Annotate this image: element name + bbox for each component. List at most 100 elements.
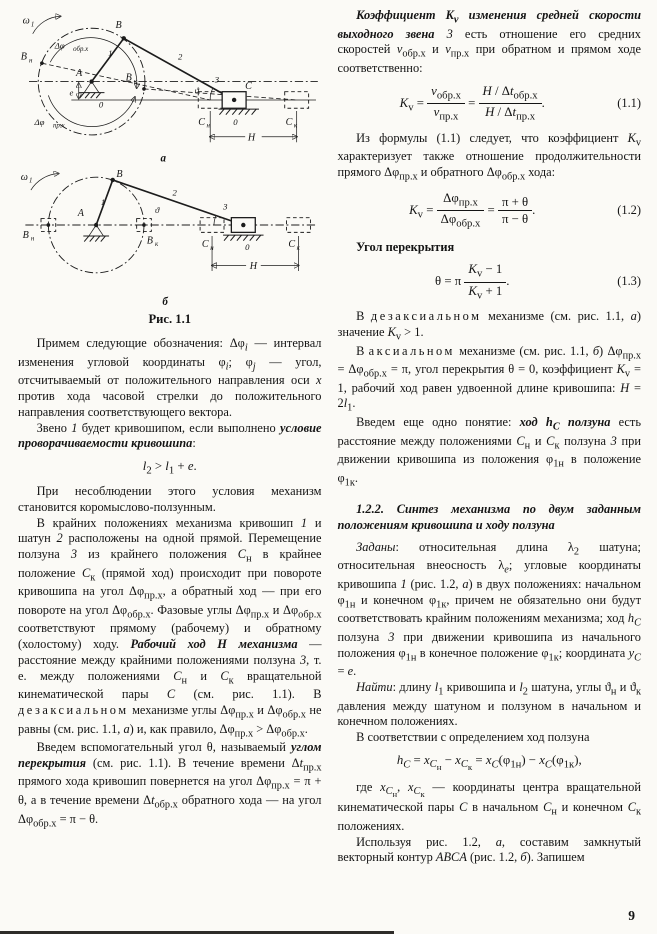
equation-crank-condition: l2 > l1 + e. (142, 459, 197, 477)
crank-support (78, 81, 105, 99)
page-number: 9 (628, 907, 635, 923)
paragraph-left-4: В крайних положениях механизма кривошип … (18, 515, 322, 740)
label-omega: ω (23, 16, 30, 27)
ground-hatch (78, 92, 105, 99)
label-b-k-sub: к (155, 242, 159, 249)
b-k-position-outline (136, 218, 152, 233)
equation-1-1-number: (1.1) (617, 95, 641, 110)
label-c-k: C (288, 239, 295, 250)
h-dimension (212, 236, 298, 272)
h-dimension (210, 111, 296, 143)
omega-arrow (32, 16, 61, 34)
label-c-k-sub: к (297, 245, 301, 252)
crank-link-1 (90, 37, 125, 83)
label-dphi-obr-sub: обр.х (73, 46, 88, 53)
ground-hatch (82, 235, 110, 243)
label-dphi-obr: Δφ (54, 40, 65, 50)
diagram-b-caption: б (162, 296, 168, 308)
paragraph-left-3: При несоблюдении этого условия механизм … (18, 484, 322, 514)
label-link-3: 3 (222, 202, 228, 212)
label-c-n: C (202, 239, 209, 250)
label-c-n-sub: н (210, 245, 214, 252)
label-b-k: B (147, 236, 153, 247)
figure-1-1-diagram-b: ω 1 B 1 2 3 ϑ A B н B к C н 0 C к (21, 170, 318, 308)
paragraph-right-3: В дезаксиальном механизме (см. рис. 1.1,… (337, 309, 642, 343)
joint-a (93, 223, 99, 228)
paragraph-right-2: Из формулы (1.1) следует, что коэффициен… (337, 130, 642, 183)
figure-caption: Рис. 1.1 (148, 312, 192, 327)
phi-obr-arc (49, 37, 137, 88)
right-column: Коэффициент Kv изменения средней скорост… (338, 8, 642, 866)
label-theta: ϑ (155, 205, 160, 215)
label-link-2: 2 (173, 188, 178, 198)
label-a: A (75, 68, 83, 79)
label-c-k-sub: к (294, 123, 298, 130)
point-b-n (40, 61, 44, 66)
label-b-n-sub: н (31, 236, 35, 243)
label-dphi-pr: Δφ (34, 117, 45, 127)
paragraph-right-10: Используя рис. 1.2, а, составим замкнуты… (337, 834, 642, 865)
label-b-k: B (126, 73, 132, 84)
label-omega-sub: 1 (29, 178, 32, 185)
label-b-n: B (21, 52, 27, 63)
joint-c (231, 97, 237, 103)
label-link-1: 1 (108, 48, 112, 58)
label-zero-crank: 0 (99, 99, 104, 109)
diagram-a-caption: а (161, 153, 167, 165)
joint-b (121, 36, 126, 41)
label-h: H (247, 132, 256, 143)
label-link-2: 2 (178, 52, 183, 62)
label-c-n: C (198, 117, 205, 128)
figure-1-1: ω 1 Δφ обр.х Δφ пр.х B н B B к A 1 2 3 C (18, 8, 322, 328)
label-c: C (245, 81, 252, 92)
equation-1-3-number: (1.3) (617, 274, 641, 289)
label-omega-sub: 1 (31, 21, 34, 28)
paragraph-left-1: Примем следующие обозначения: Δφi — инте… (18, 336, 322, 419)
paragraph-left-2: Звено 1 будет кривошипом, если выполнено… (18, 420, 322, 451)
label-e: e (70, 87, 74, 97)
label-omega: ω (21, 172, 28, 183)
label-b: B (115, 20, 121, 31)
joint-c (241, 223, 246, 228)
label-link-3: 3 (214, 74, 220, 84)
label-b-n: B (23, 230, 29, 241)
pressure-angle-arc (213, 216, 217, 226)
paragraph-right-5: Введем еще одно понятие: ход hC ползуна … (337, 415, 642, 489)
slider-ground (217, 108, 260, 116)
label-b-k-sub: к (134, 78, 138, 85)
phi-pr-arc (48, 95, 134, 127)
heading-section-1-2-2: 1.2.2. Синтез механизма по двум заданным… (337, 502, 642, 533)
extreme-position-line-n (41, 62, 211, 101)
pressure-angle-arc (209, 87, 214, 100)
paragraph-right-6: Заданы: относительная длина λ2 шатуна; о… (337, 539, 642, 679)
equation-slider-stroke: hC = xCн − xCк = xC(φ1н) − xC(φ1к), (396, 752, 582, 773)
point-b-k (142, 223, 146, 228)
crank-support (82, 225, 110, 243)
label-link-1: 1 (101, 197, 105, 207)
label-c-n-sub: н (207, 123, 211, 130)
paragraph-right-8: В соответствии с определением ход ползун… (356, 730, 590, 745)
left-column: ω 1 Δφ обр.х Δφ пр.х B н B B к A 1 2 3 C (18, 8, 322, 866)
label-theta: ϑ (195, 86, 200, 96)
paragraph-right-1: Коэффициент Kv изменения средней скорост… (337, 8, 642, 75)
label-c-k: C (286, 117, 293, 128)
slider-ground (222, 234, 265, 242)
coupler-link-2 (123, 37, 235, 101)
b-n-position-outline (40, 218, 57, 233)
heading-overlap-angle: Угол перекрытия (356, 239, 455, 254)
figure-1-1-diagram-a: ω 1 Δφ обр.х Δφ пр.х B н B B к A 1 2 3 C (21, 8, 318, 165)
eccentricity-dimension (71, 83, 156, 101)
equation-1-2-number: (1.2) (617, 202, 641, 217)
paragraph-right-9: где xCн, xCк — координаты центра вращате… (337, 779, 642, 833)
slider-position-k-outline (284, 91, 310, 109)
label-zero-slider: 0 (233, 117, 238, 127)
paragraph-right-7: Найти: длину l1 кривошипа и l2 шатуна, у… (337, 679, 642, 729)
paragraph-right-4: В аксиальном механизме (см. рис. 1.1, б)… (337, 343, 642, 414)
omega-arrow (30, 174, 59, 191)
